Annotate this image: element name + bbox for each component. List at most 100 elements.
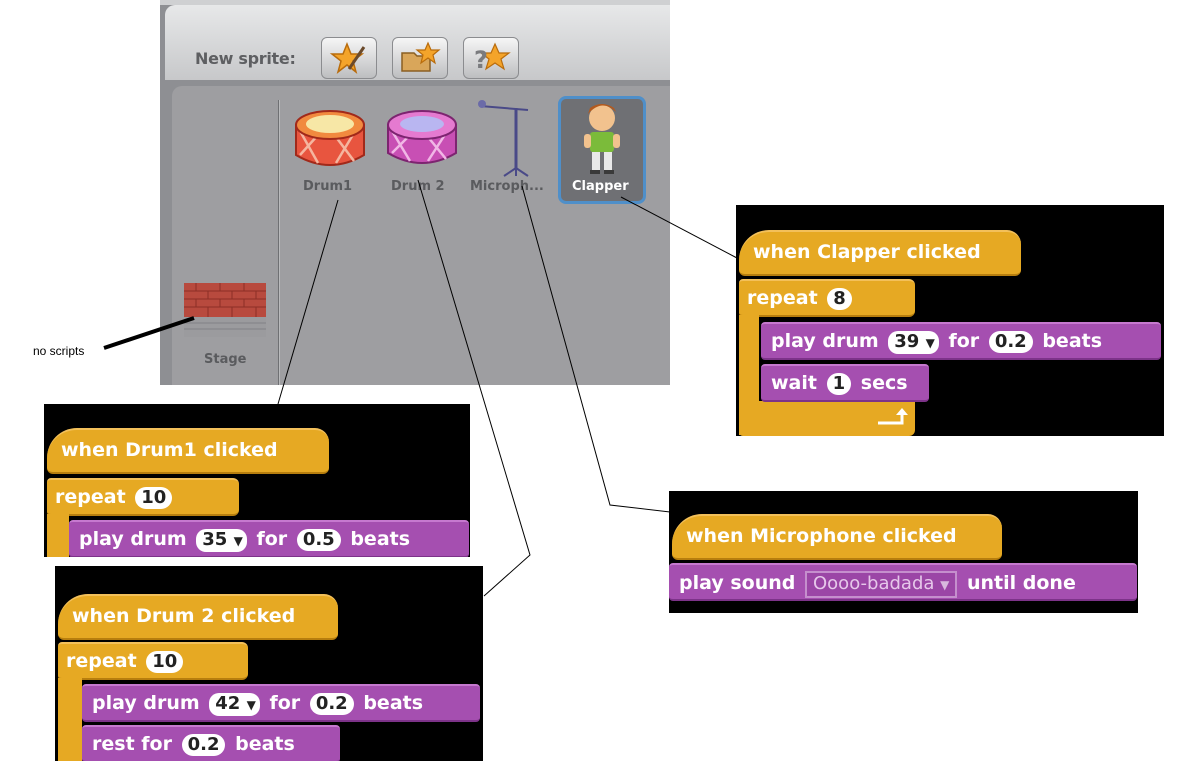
stage-label: Stage [204, 352, 247, 367]
drum-icon [387, 110, 457, 164]
loop-arrow-icon [878, 408, 908, 425]
question-star-icon: ? [474, 42, 511, 74]
clapper-play-drum-block[interactable]: play drum 39 ▼ for 0.2 beats [761, 322, 1161, 360]
sprite-drum2-thumbnail[interactable] [382, 105, 462, 173]
drum2-when-clicked-block[interactable]: when Drum 2 clicked [58, 594, 338, 640]
sprite-drum2-label: Drum 2 [391, 179, 445, 194]
brick-wall-icon [184, 283, 266, 337]
hat-clicked-text: clicked [221, 605, 296, 627]
hat-sprite-name: Clapper [817, 241, 900, 263]
dropdown-arrow-icon: ▼ [940, 578, 950, 592]
clapper-connector [620, 196, 738, 259]
clapper-person-icon [584, 104, 620, 174]
panel-top-bar [160, 0, 670, 5]
new-sprite-bar: New sprite: ? [165, 5, 670, 80]
microphone-when-clicked-block[interactable]: when Microphone clicked [672, 514, 1002, 560]
svg-text:?: ? [474, 46, 488, 74]
hat-clicked-text: clicked [882, 525, 957, 547]
sprite-clapper-label: Clapper [572, 179, 629, 194]
drum-value: 35 [202, 529, 228, 550]
hat-clicked-text: clicked [906, 241, 981, 263]
drum1-repeat-block[interactable]: repeat 10 [47, 478, 239, 516]
wait-label: wait [771, 372, 817, 394]
sound-value: Oooo-badada [813, 573, 935, 594]
drum2-play-drum-block[interactable]: play drum 42 ▼ for 0.2 beats [82, 684, 480, 722]
for-label: for [256, 528, 288, 550]
hat-clicked-text: clicked [203, 439, 278, 461]
drum2-repeat-arm [58, 678, 82, 761]
play-drum-label: play drum [79, 528, 187, 550]
sprite-microphone-thumbnail[interactable] [476, 96, 536, 178]
hat-when-text: when [753, 241, 811, 263]
sprite-panel: New sprite: ? [160, 0, 670, 385]
secs-label: secs [860, 372, 908, 394]
for-label: for [269, 692, 301, 714]
drum-icon [295, 110, 365, 166]
repeat-count-input[interactable]: 10 [135, 487, 173, 509]
drum1-when-clicked-block[interactable]: when Drum1 clicked [47, 428, 329, 474]
no-scripts-annotation: no scripts [33, 344, 85, 358]
beats-input[interactable]: 0.5 [296, 529, 341, 551]
drum2-repeat-block[interactable]: repeat 10 [58, 642, 248, 680]
dropdown-arrow-icon: ▼ [925, 336, 935, 350]
sprite-drum1-label: Drum1 [303, 179, 353, 194]
surprise-sprite-button[interactable]: ? [463, 37, 519, 79]
drum2-connector [417, 179, 531, 597]
sprite-drum1-thumbnail[interactable] [290, 105, 370, 173]
clapper-repeat-block[interactable]: repeat 8 [739, 279, 915, 317]
clapper-repeat-bottom [739, 401, 915, 436]
repeat-label: repeat [747, 287, 818, 309]
microphone-script-panel: when Microphone clicked play sound Oooo-… [669, 491, 1138, 613]
dropdown-arrow-icon: ▼ [233, 534, 243, 548]
until-done-label: until done [967, 572, 1076, 594]
beats-label: beats [235, 733, 295, 755]
drum-value: 42 [215, 693, 241, 714]
drum-value: 39 [894, 331, 920, 352]
clapper-when-clicked-block[interactable]: when Clapper clicked [739, 230, 1021, 276]
wait-seconds-input[interactable]: 1 [826, 373, 852, 395]
sprite-microphone-label: Microph... [470, 179, 544, 194]
drum-select[interactable]: 42 ▼ [209, 693, 260, 716]
microphone-stand-icon [478, 100, 529, 177]
rest-beats-input[interactable]: 0.2 [181, 734, 226, 756]
repeat-label: repeat [66, 650, 137, 672]
play-drum-label: play drum [92, 692, 200, 714]
clapper-script-panel: when Clapper clicked repeat 8 play drum … [736, 205, 1164, 436]
hat-when-text: when [686, 525, 744, 547]
sprite-clapper-thumbnail[interactable] [578, 100, 628, 176]
microphone-play-sound-block[interactable]: play sound Oooo-badada ▼ until done [669, 563, 1137, 601]
repeat-label: repeat [55, 486, 126, 508]
for-label: for [948, 330, 980, 352]
drum1-repeat-arm [47, 514, 69, 557]
new-sprite-label: New sprite: [195, 49, 296, 68]
beats-label: beats [363, 692, 424, 714]
stage-pointer-line [103, 316, 195, 350]
repeat-count-input[interactable]: 8 [827, 288, 852, 310]
hat-sprite-name: Drum1 [125, 439, 197, 461]
drum-select[interactable]: 35 ▼ [196, 529, 247, 552]
drum1-play-drum-block[interactable]: play drum 35 ▼ for 0.5 beats [69, 520, 469, 557]
drum2-rest-block[interactable]: rest for 0.2 beats [82, 725, 340, 761]
repeat-count-input[interactable]: 10 [146, 651, 184, 673]
microphone-connector [521, 185, 671, 513]
clapper-wait-block[interactable]: wait 1 secs [761, 364, 929, 402]
stage-divider-highlight [279, 100, 280, 385]
hat-when-text: when [61, 439, 119, 461]
play-drum-label: play drum [771, 330, 879, 352]
rest-label: rest for [92, 733, 172, 755]
drum1-script-panel: when Drum1 clicked repeat 10 play drum 3… [44, 404, 470, 557]
drum1-connector [277, 199, 339, 405]
paint-star-icon [329, 41, 366, 74]
hat-when-text: when [72, 605, 130, 627]
drum-select[interactable]: 39 ▼ [888, 331, 939, 354]
hat-sprite-name: Microphone [750, 525, 876, 547]
stage-thumbnail[interactable] [184, 283, 266, 337]
beats-label: beats [350, 528, 411, 550]
beats-input[interactable]: 0.2 [988, 331, 1033, 353]
beats-input[interactable]: 0.2 [309, 693, 354, 715]
stage-divider [278, 100, 279, 385]
choose-sprite-from-file-button[interactable] [392, 37, 448, 79]
paint-new-sprite-button[interactable] [321, 37, 377, 79]
sound-select[interactable]: Oooo-badada ▼ [805, 571, 958, 598]
